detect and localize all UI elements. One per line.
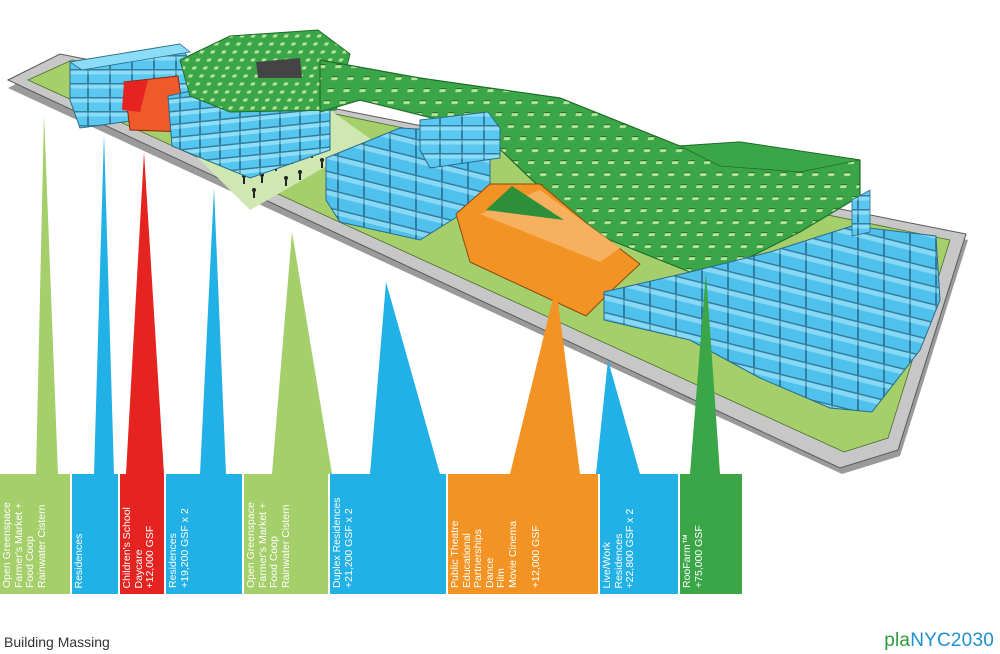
label-text: Residences +19,200 GSF x 2 [167,508,191,588]
label-open-greenspace-1: Open Greenspace Farmer's Market + Food C… [0,474,70,594]
label-open-greenspace-2: Open Greenspace Farmer's Market + Food C… [244,474,328,594]
label-text: Live/Work Residences +22,800 GSF x 2 [601,508,636,588]
label-residences-2: Residences +19,200 GSF x 2 [166,474,242,594]
green-roof-upper [179,29,351,113]
label-text: Duplex Residences +21,200 GSF x 2 [331,497,355,588]
diagram-caption: Building Massing [4,634,110,650]
label-text: Residences [73,533,85,588]
callout-wedges [36,114,720,474]
plan-logo: plaNYC2030 [884,630,994,652]
label-text: Open Greenspace Farmer's Market + Food C… [1,502,48,588]
label-childrens-school: Children's School Daycare +12,000 GSF [120,474,164,594]
green-roof-canopy [319,59,861,273]
label-roofarm: RooFarm™ +75,000 GSF [680,474,742,594]
logo-suffix: NYC2030 [910,630,994,651]
live-work-residence-block [603,189,941,413]
label-residences-1: Residences [72,474,118,594]
public-theatre-block [455,183,641,317]
logo-prefix: pla [884,630,911,651]
label-text: Open Greenspace Farmer's Market + Food C… [245,502,292,588]
label-text: Children's School Daycare +12,000 GSF [121,506,156,588]
label-live-work: Live/Work Residences +22,800 GSF x 2 [600,474,678,594]
label-duplex-residences: Duplex Residences +21,200 GSF x 2 [330,474,446,594]
label-text: RooFarm™ +75,000 GSF [681,525,705,588]
label-public-theatre: Public Theatre Educational Partnerships … [448,474,598,594]
label-text: Public Theatre Educational Partnerships … [449,520,542,588]
